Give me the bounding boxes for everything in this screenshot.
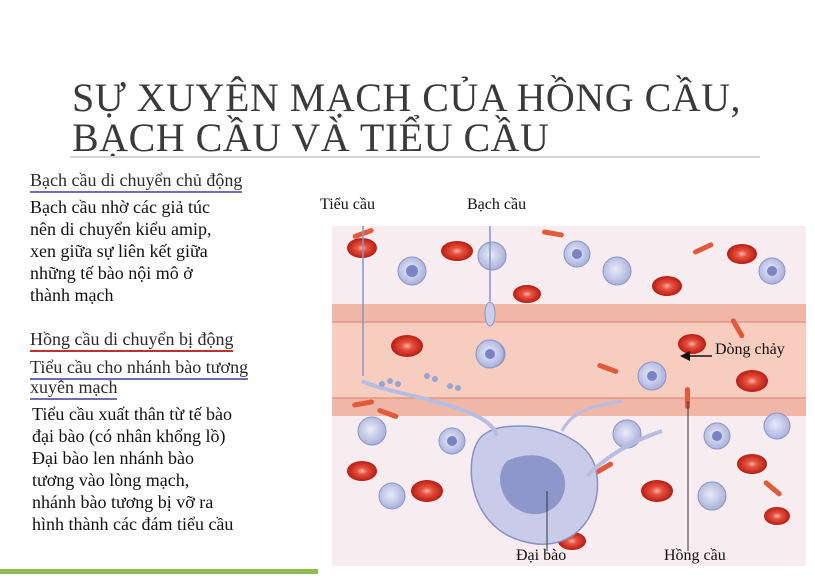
vessel-lumen xyxy=(332,322,806,398)
label-rbc: Hồng cầu xyxy=(664,547,726,564)
slide-title: SỰ XUYÊN MẠCH CỦA HỒNG CẦU, BẠCH CẦU VÀ … xyxy=(72,78,792,158)
wbc-body-line: xen giữa sự liên kết giữa xyxy=(30,241,208,261)
rbc-heading: Hồng cầu di chuyển bị động xyxy=(30,329,234,352)
label-flow: Dòng chảy xyxy=(715,341,785,358)
label-megakaryocyte: Đại bào xyxy=(516,547,567,564)
wbc-body-line: những tế bào nội mô ở xyxy=(30,263,193,283)
flow-arrow-icon xyxy=(680,351,712,361)
platelet-body-line: Tiểu cầu xuất thân từ tế bào xyxy=(32,404,233,424)
blood-vessel-illustration xyxy=(332,226,806,566)
wbc-heading: Bạch cầu di chuyển chủ động xyxy=(30,170,243,193)
wbc-body-line: nên di chuyển kiểu amip, xyxy=(30,219,212,239)
wbc-body: Bạch cầu nhờ các giả túc nên di chuyển k… xyxy=(30,196,211,306)
platelets xyxy=(352,228,782,497)
red-blood-cells xyxy=(347,238,790,550)
title-divider xyxy=(70,156,760,158)
wbc-body-line: thành mạch xyxy=(30,285,114,305)
platelet-body-line: đại bào (có nhân khổng lồ) xyxy=(32,426,226,446)
title-line-2: BẠCH CẦU VÀ TIỂU CẦU xyxy=(72,115,550,160)
migrating-wbc xyxy=(475,301,505,369)
title-line-1: SỰ XUYÊN MẠCH CỦA HỒNG CẦU, xyxy=(72,75,742,120)
platelet-body-line: hình thành các đám tiểu cầu xyxy=(32,514,234,534)
platelet-body-line: nhánh bào tương bị vỡ ra xyxy=(32,492,214,512)
platelet-body: Tiểu cầu xuất thân từ tế bào đại bào (có… xyxy=(32,403,233,535)
wbc-body-line: Bạch cầu nhờ các giả túc xyxy=(30,197,210,217)
megakaryocyte xyxy=(361,379,663,545)
label-wbc: Bạch cầu xyxy=(467,196,527,213)
platelet-body-line: tương vào lòng mạch, xyxy=(32,470,190,490)
white-blood-cells xyxy=(357,240,791,511)
accent-bar xyxy=(0,569,318,574)
platelet-fragments xyxy=(379,373,461,391)
platelet-heading: Tiểu cầu cho nhánh bào tương xuyên mạch xyxy=(30,357,249,400)
platelet-body-line: Đại bào len nhánh bào xyxy=(32,448,194,468)
label-platelet: Tiểu cầu xyxy=(320,196,375,213)
